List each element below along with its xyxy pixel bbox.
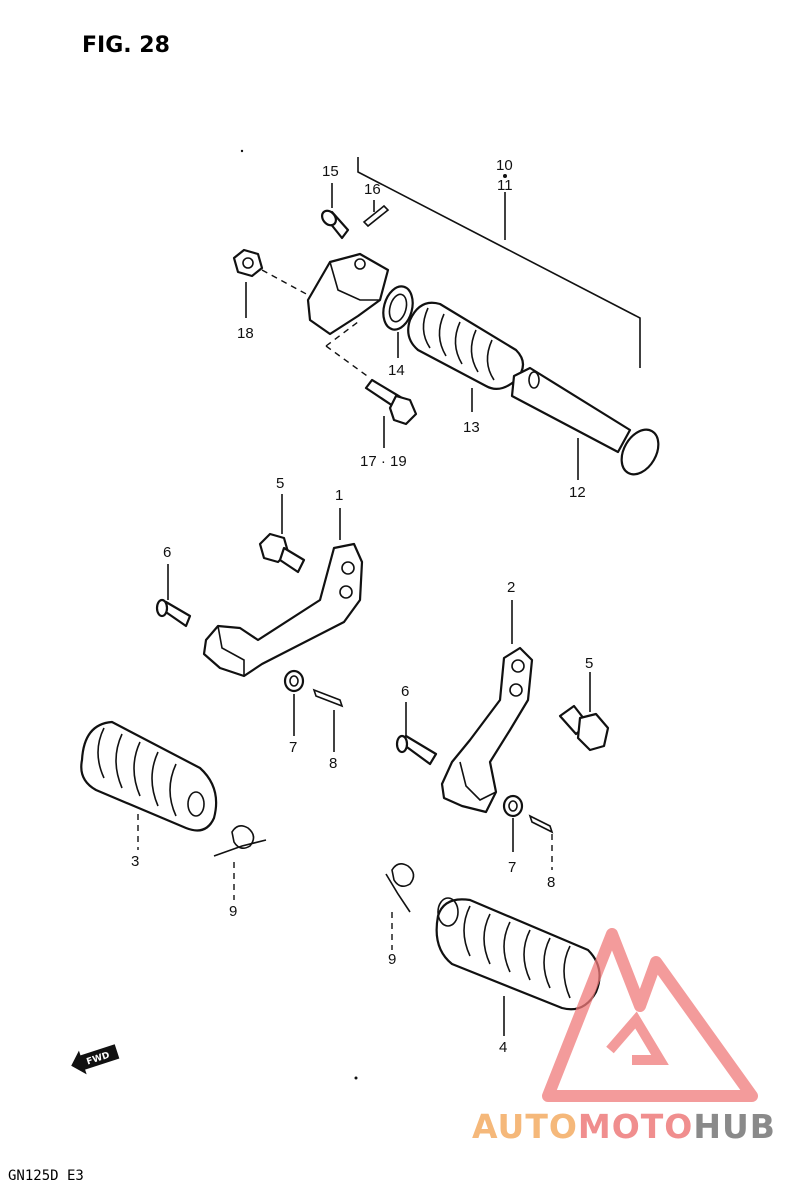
part-13-footpeg-rubber xyxy=(407,301,525,412)
watermark-text: AUTOMOTOHUB xyxy=(472,1107,776,1146)
figure-title: FIG. 28 xyxy=(82,33,170,58)
watermark-triangle-icon xyxy=(542,928,758,1102)
clamp-bracket xyxy=(306,252,390,379)
callout-12: 12 xyxy=(569,484,586,501)
callout-9-left: 9 xyxy=(229,903,237,920)
callout-17-19: 17 · 19 xyxy=(360,453,407,470)
watermark-hub: HUB xyxy=(693,1107,776,1146)
part-7-washer-right xyxy=(502,794,524,852)
callout-5-left: 5 xyxy=(276,475,284,492)
callout-14: 14 xyxy=(388,362,405,379)
part-12-footpeg-shaft xyxy=(510,366,660,480)
callout-18: 18 xyxy=(237,325,254,342)
part-5-bolt-left xyxy=(258,494,306,574)
left-bracket-group xyxy=(155,494,364,752)
part-2-bracket xyxy=(440,600,534,814)
callout-1: 1 xyxy=(335,487,343,504)
arrow-icon xyxy=(71,1044,120,1075)
part-6-pin-left xyxy=(155,564,192,628)
part-1-bracket xyxy=(202,508,364,678)
callout-7-right: 7 xyxy=(508,859,516,876)
callout-6-left: 6 xyxy=(163,544,171,561)
part-5-bolt-right xyxy=(558,672,610,752)
callout-11: 11 xyxy=(497,177,513,194)
callout-8-right: 8 xyxy=(547,874,555,891)
callout-16: 16 xyxy=(364,181,381,198)
left-footpeg-group xyxy=(80,720,267,900)
callout-9-right: 9 xyxy=(388,951,396,968)
right-bracket-group xyxy=(395,600,610,870)
callout-3: 3 xyxy=(131,853,139,870)
watermark-moto: MOTO xyxy=(578,1107,693,1146)
part-17-19-bolt xyxy=(364,378,418,448)
part-9-spring-right xyxy=(385,862,415,950)
callout-10: 10 xyxy=(496,157,513,174)
watermark-logo xyxy=(542,928,758,1102)
part-7-washer-left xyxy=(283,669,305,736)
forward-arrow: FWD xyxy=(71,1044,120,1075)
callout-dot xyxy=(503,174,507,178)
watermark-auto: AUTO xyxy=(472,1107,578,1146)
part-4-footpeg-rubber xyxy=(435,897,601,1036)
callout-7-left: 7 xyxy=(289,739,297,756)
part-3-footpeg-rubber xyxy=(80,720,218,850)
part-6-pin-right xyxy=(395,702,438,766)
watermark-g-icon xyxy=(606,1011,669,1065)
callout-8-left: 8 xyxy=(329,755,337,772)
model-code: GN125D E3 xyxy=(8,1168,84,1184)
part-8-cotter-right xyxy=(528,814,554,870)
callout-4: 4 xyxy=(499,1039,507,1056)
callout-13: 13 xyxy=(463,419,480,436)
callout-2: 2 xyxy=(507,579,515,596)
part-15-pin xyxy=(321,183,350,240)
part-14-washer xyxy=(382,285,414,358)
callout-labels: 15 16 10 11 18 14 13 17 · 19 12 5 1 6 7 … xyxy=(131,157,593,1056)
callout-15: 15 xyxy=(322,163,339,180)
speck xyxy=(240,149,244,153)
part-9-spring-left xyxy=(213,824,267,900)
callout-5-right: 5 xyxy=(585,655,593,672)
upper-assembly xyxy=(232,157,660,480)
part-8-cotter-left xyxy=(312,688,344,752)
speck xyxy=(354,1076,358,1080)
right-footpeg-group xyxy=(385,862,601,1036)
part-16-cotter-pin xyxy=(362,200,390,228)
callout-6-right: 6 xyxy=(401,683,409,700)
part-18-nut xyxy=(232,248,311,318)
group-bracket-line xyxy=(357,157,641,368)
